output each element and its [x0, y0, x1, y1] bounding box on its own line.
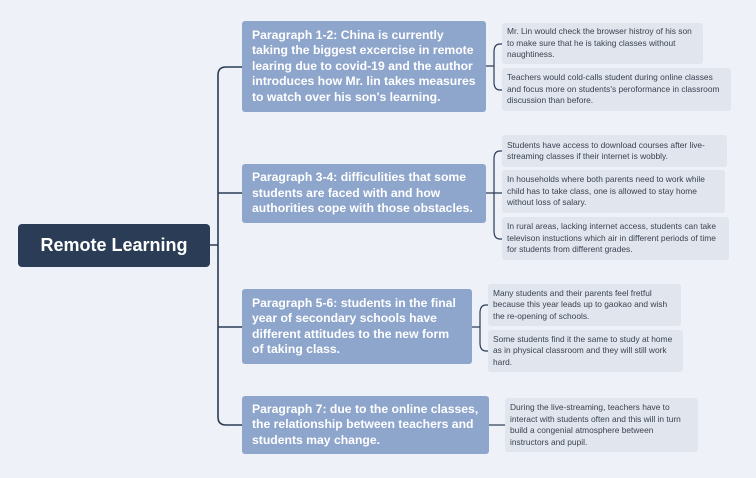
leaf-cold-calls[interactable]: Teachers would cold-calls student during…: [502, 68, 731, 111]
leaf-text: In rural areas, lacking internet access,…: [507, 221, 717, 255]
branch-label: Paragraph 3-4: difficulities that some s…: [252, 170, 473, 216]
branch-label: Paragraph 5-6: students in the final yea…: [252, 295, 456, 357]
leaf-text: Mr. Lin would check the browser histroy …: [507, 26, 692, 60]
leaf-browser-history[interactable]: Mr. Lin would check the browser histroy …: [502, 23, 703, 64]
branch3-connector: [472, 304, 488, 352]
leaf-live-streaming[interactable]: During the live-streaming, teachers have…: [505, 398, 698, 452]
leaf-text: Many students and their parents feel fre…: [493, 287, 668, 321]
branch-paragraph-3-4[interactable]: Paragraph 3-4: difficulities that some s…: [242, 164, 486, 223]
leaf-rural-areas[interactable]: In rural areas, lacking internet access,…: [502, 217, 729, 260]
leaf-text: Some students find it the same to study …: [493, 333, 673, 367]
branch-label: Paragraph 1-2: China is currently taking…: [252, 27, 476, 104]
branch-paragraph-1-2[interactable]: Paragraph 1-2: China is currently taking…: [242, 21, 486, 112]
branch1-connector: [486, 43, 502, 91]
root-topic[interactable]: Remote Learning: [18, 224, 210, 267]
leaf-fretful[interactable]: Many students and their parents feel fre…: [488, 284, 681, 326]
leaf-download-courses[interactable]: Students have access to download courses…: [502, 135, 727, 167]
branch-paragraph-7[interactable]: Paragraph 7: due to the online classes, …: [242, 396, 489, 454]
branch-paragraph-5-6[interactable]: Paragraph 5-6: students in the final yea…: [242, 289, 472, 364]
branch-label: Paragraph 7: due to the online classes, …: [252, 401, 479, 447]
leaf-text: Students have access to download courses…: [507, 139, 705, 162]
leaf-study-at-home[interactable]: Some students find it the same to study …: [488, 330, 683, 372]
leaf-text: Teachers would cold-calls student during…: [507, 72, 720, 106]
root-connector: [210, 66, 242, 426]
leaf-text: In households where both parents need to…: [507, 174, 705, 208]
root-topic-label: Remote Learning: [40, 235, 188, 255]
branch2-connector: [486, 150, 502, 240]
leaf-text: During the live-streaming, teachers have…: [510, 402, 681, 447]
leaf-households[interactable]: In households where both parents need to…: [502, 170, 725, 213]
